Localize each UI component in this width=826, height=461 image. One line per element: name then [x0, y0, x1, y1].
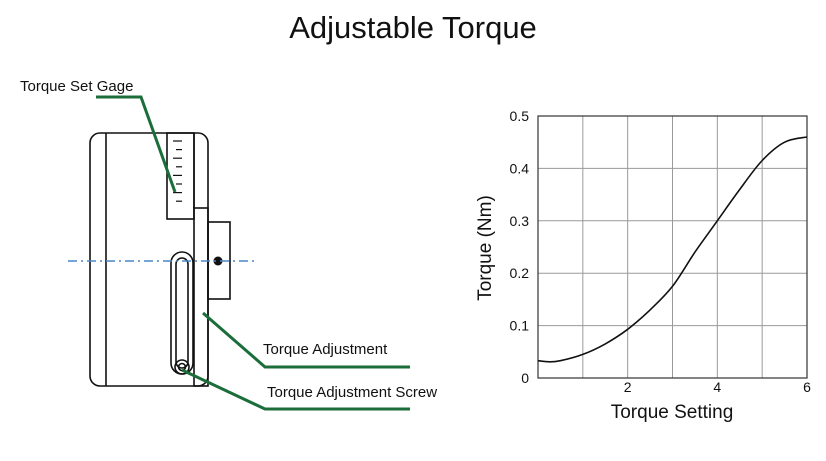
plot-frame [537, 115, 808, 379]
page-title: Adjustable Torque [289, 10, 537, 45]
adjustment-label: Torque Adjustment [263, 341, 388, 358]
x-tick-label: 2 [624, 379, 632, 395]
adjustment-leader-line [202, 311, 410, 369]
adjustment-slot-outer [170, 251, 194, 375]
y-tick-label: 0.2 [510, 265, 530, 281]
side-plate [193, 207, 209, 387]
torque-curve [537, 136, 808, 363]
y-tick-label: 0.3 [510, 213, 530, 229]
x-axis-label: Torque Setting [611, 402, 734, 423]
y-axis-label: Torque (Nm) [475, 195, 496, 301]
y-tick-label: 0 [521, 370, 529, 386]
device-drawing [89, 132, 231, 387]
x-tick-labels: 2 4 6 [624, 379, 811, 395]
shaft-center-dot [213, 256, 223, 266]
x-tick-label: 6 [803, 379, 811, 395]
screw-label: Torque Adjustment Screw [267, 384, 437, 401]
y-tick-label: 0.1 [510, 318, 530, 334]
y-tick-label: 0.4 [510, 160, 530, 176]
gage-label: Torque Set Gage [20, 78, 133, 95]
x-tick-label: 4 [713, 379, 721, 395]
adjustment-slot-inner [175, 257, 189, 369]
chart-grid [538, 116, 807, 378]
torque-chart: 0 0.1 0.2 0.3 0.4 0.5 2 4 6 Torque Setting Torq… [475, 108, 811, 423]
screw-leader-line [181, 368, 410, 411]
gage-leader-line [96, 95, 177, 193]
screw-head [174, 359, 190, 375]
y-tick-labels: 0 0.1 0.2 0.3 0.4 0.5 [510, 108, 530, 386]
device-body [89, 132, 209, 387]
gage-window [166, 132, 195, 220]
gage-ticks [173, 140, 182, 202]
y-tick-label: 0.5 [510, 108, 530, 124]
